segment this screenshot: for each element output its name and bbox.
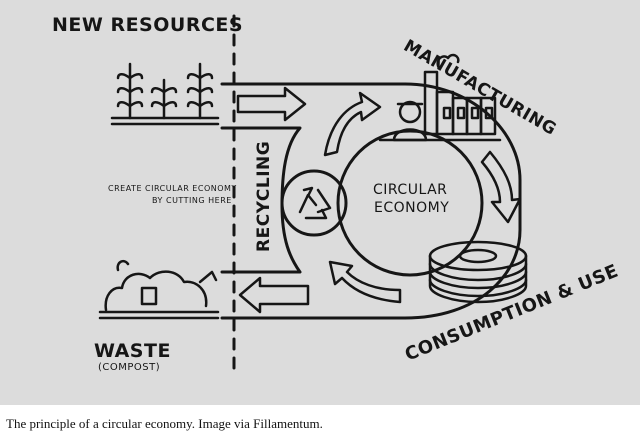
arrow-left-bottom xyxy=(238,276,310,314)
circular-economy-figure: NEW RESOURCES MANUFACTURING CONSUMPTION … xyxy=(0,0,640,405)
curved-arrow-bottom xyxy=(328,260,402,304)
cut-instruction-line1: CREATE CIRCULAR ECONOMY xyxy=(108,184,237,193)
arrow-right-top xyxy=(236,86,307,122)
waste-pile-icon xyxy=(98,259,220,320)
new-resources-label: NEW RESOURCES xyxy=(52,14,244,36)
factory-worker-icon xyxy=(378,53,502,142)
recycle-icon xyxy=(280,169,348,237)
curved-arrow-right xyxy=(480,150,522,224)
filament-spool-icon xyxy=(428,240,528,304)
compost-label: (COMPOST) xyxy=(98,362,161,373)
waste-label: WASTE xyxy=(94,340,171,362)
figure-caption: The principle of a circular economy. Ima… xyxy=(6,416,323,431)
recycling-label: RECYCLING xyxy=(254,140,274,252)
diagram-svg xyxy=(98,14,528,378)
circular-economy-line1: CIRCULAR xyxy=(373,182,448,198)
economy-circle xyxy=(336,129,484,277)
cut-instruction-line2: BY CUTTING HERE xyxy=(152,196,232,205)
curved-arrow-top xyxy=(323,91,382,157)
circular-economy-line2: ECONOMY xyxy=(374,200,450,216)
plants-icon xyxy=(110,62,220,126)
